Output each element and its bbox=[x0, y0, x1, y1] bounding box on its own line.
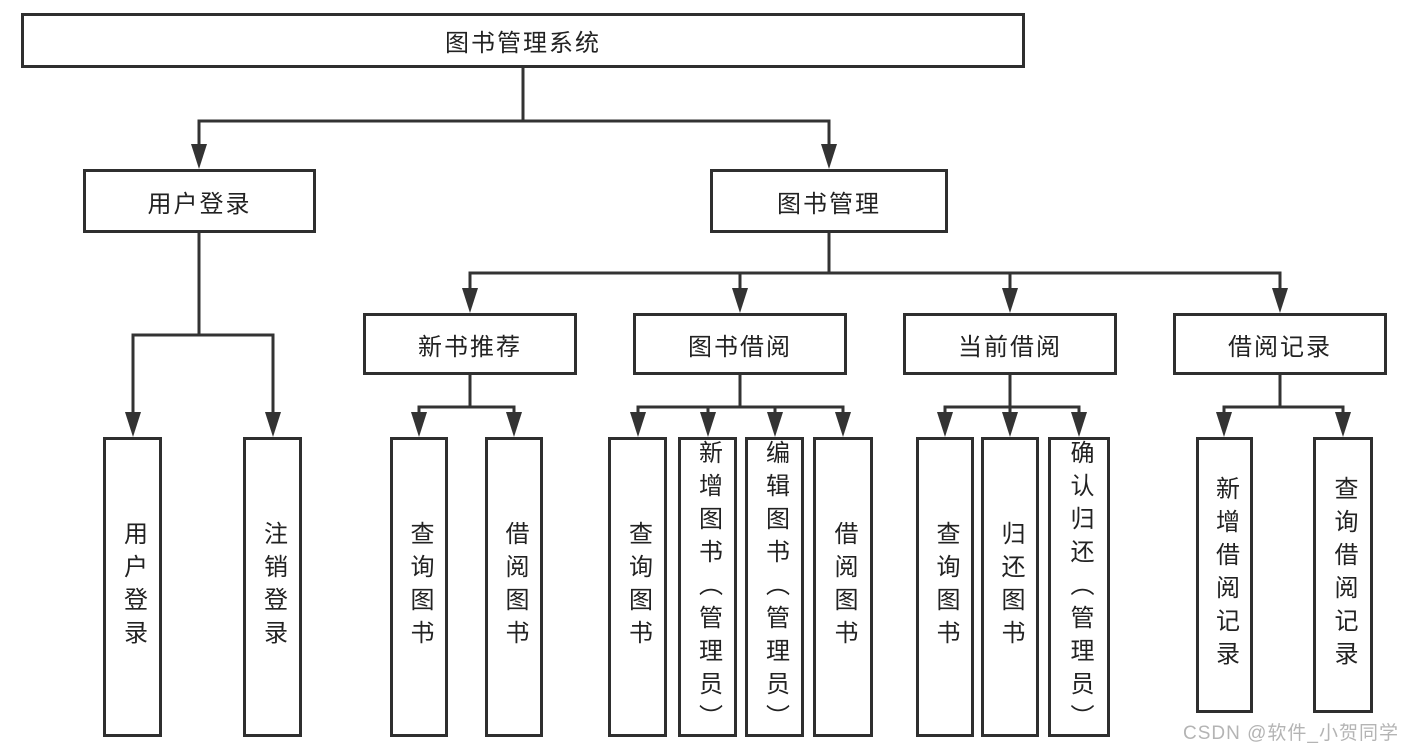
leaf-query-books-current: 查询图书 bbox=[916, 437, 974, 737]
leaf-return-book: 归还图书 bbox=[981, 437, 1039, 737]
leaf-add-book-admin: 新增图书（管理员） bbox=[678, 437, 737, 737]
node-user-login: 用户登录 bbox=[83, 169, 316, 233]
node-library-system: 图书管理系统 bbox=[21, 13, 1025, 68]
node-book-management: 图书管理 bbox=[710, 169, 948, 233]
node-borrow-records: 借阅记录 bbox=[1173, 313, 1387, 375]
watermark-text: CSDN @软件_小贺同学 bbox=[1183, 723, 1399, 744]
leaf-query-borrow-record: 查询借阅记录 bbox=[1313, 437, 1373, 713]
leaf-logout: 注销登录 bbox=[243, 437, 302, 737]
leaf-add-borrow-record: 新增借阅记录 bbox=[1196, 437, 1253, 713]
node-new-book-recommend: 新书推荐 bbox=[363, 313, 577, 375]
node-current-borrow: 当前借阅 bbox=[903, 313, 1117, 375]
leaf-confirm-return-admin: 确认归还（管理员） bbox=[1048, 437, 1110, 737]
leaf-query-books-recommend: 查询图书 bbox=[390, 437, 448, 737]
leaf-borrow-books-2: 借阅图书 bbox=[813, 437, 873, 737]
leaf-edit-book-admin: 编辑图书（管理员） bbox=[745, 437, 804, 737]
leaf-query-books-borrow: 查询图书 bbox=[608, 437, 667, 737]
leaf-user-login: 用户登录 bbox=[103, 437, 162, 737]
leaf-borrow-books-recommend: 借阅图书 bbox=[485, 437, 543, 737]
node-book-borrow: 图书借阅 bbox=[633, 313, 847, 375]
